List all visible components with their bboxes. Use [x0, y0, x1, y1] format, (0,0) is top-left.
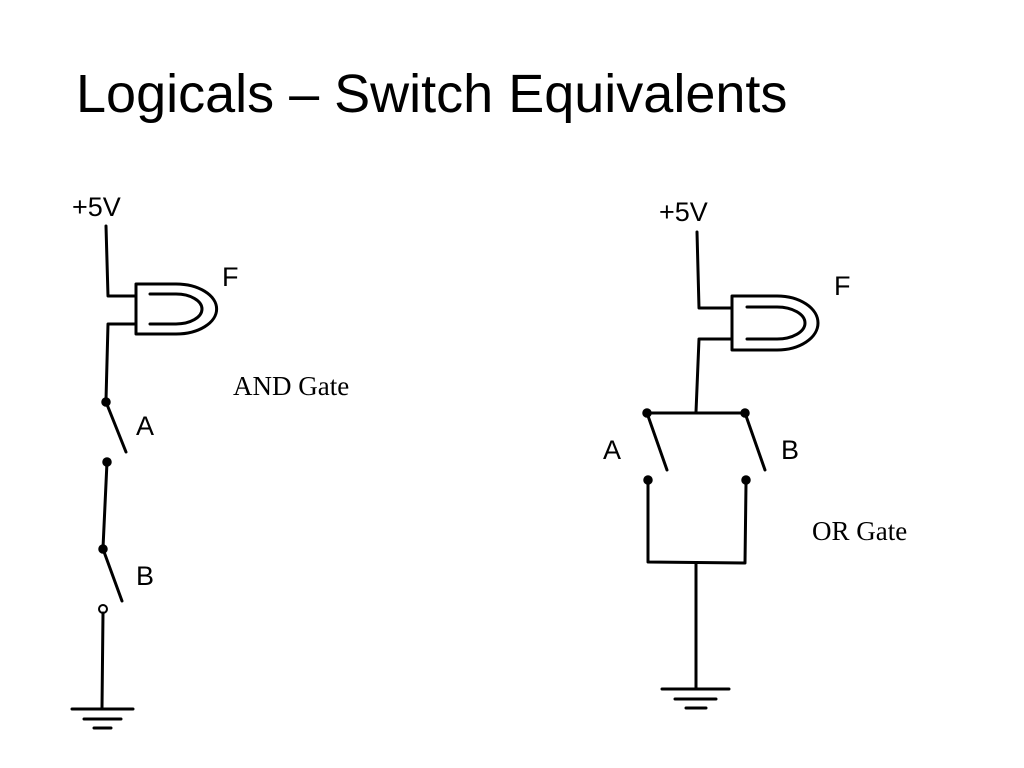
and-series-wire: [101, 460, 109, 550]
and-ground-icon: [70, 707, 135, 730]
and-switch-a-label: A: [136, 411, 154, 441]
or-switch-b: [740, 408, 767, 485]
and-output-device-icon: [134, 282, 219, 336]
or-output-device-icon: [730, 294, 820, 352]
and-supply-label: +5V: [72, 192, 121, 222]
or-supply-wire: [695, 230, 734, 310]
and-switch-b-label: B: [136, 561, 154, 591]
and-output-label: F: [222, 262, 239, 292]
or-switch-a-label: A: [603, 435, 621, 465]
or-output-label: F: [834, 271, 851, 301]
and-ground-wire: [100, 611, 105, 710]
and-gate-caption: AND Gate: [233, 371, 349, 401]
or-common-wire: [694, 337, 734, 414]
and-return-wire: [104, 322, 138, 402]
or-gate-caption: OR Gate: [812, 516, 907, 546]
or-ground-icon: [660, 687, 731, 710]
and-switch-a: [101, 397, 128, 454]
slide-title: Logicals – Switch Equivalents: [76, 64, 788, 124]
and-supply-wire: [104, 224, 138, 298]
or-supply-label: +5V: [659, 197, 708, 227]
or-switch-a: [642, 408, 669, 485]
or-switch-b-label: B: [781, 435, 799, 465]
or-circuit: +5V F A B OR Gate: [603, 197, 907, 710]
or-bottom-bus: [646, 482, 748, 565]
and-circuit: +5V F A B AND Gate: [70, 192, 349, 730]
and-switch-b: [98, 544, 124, 603]
